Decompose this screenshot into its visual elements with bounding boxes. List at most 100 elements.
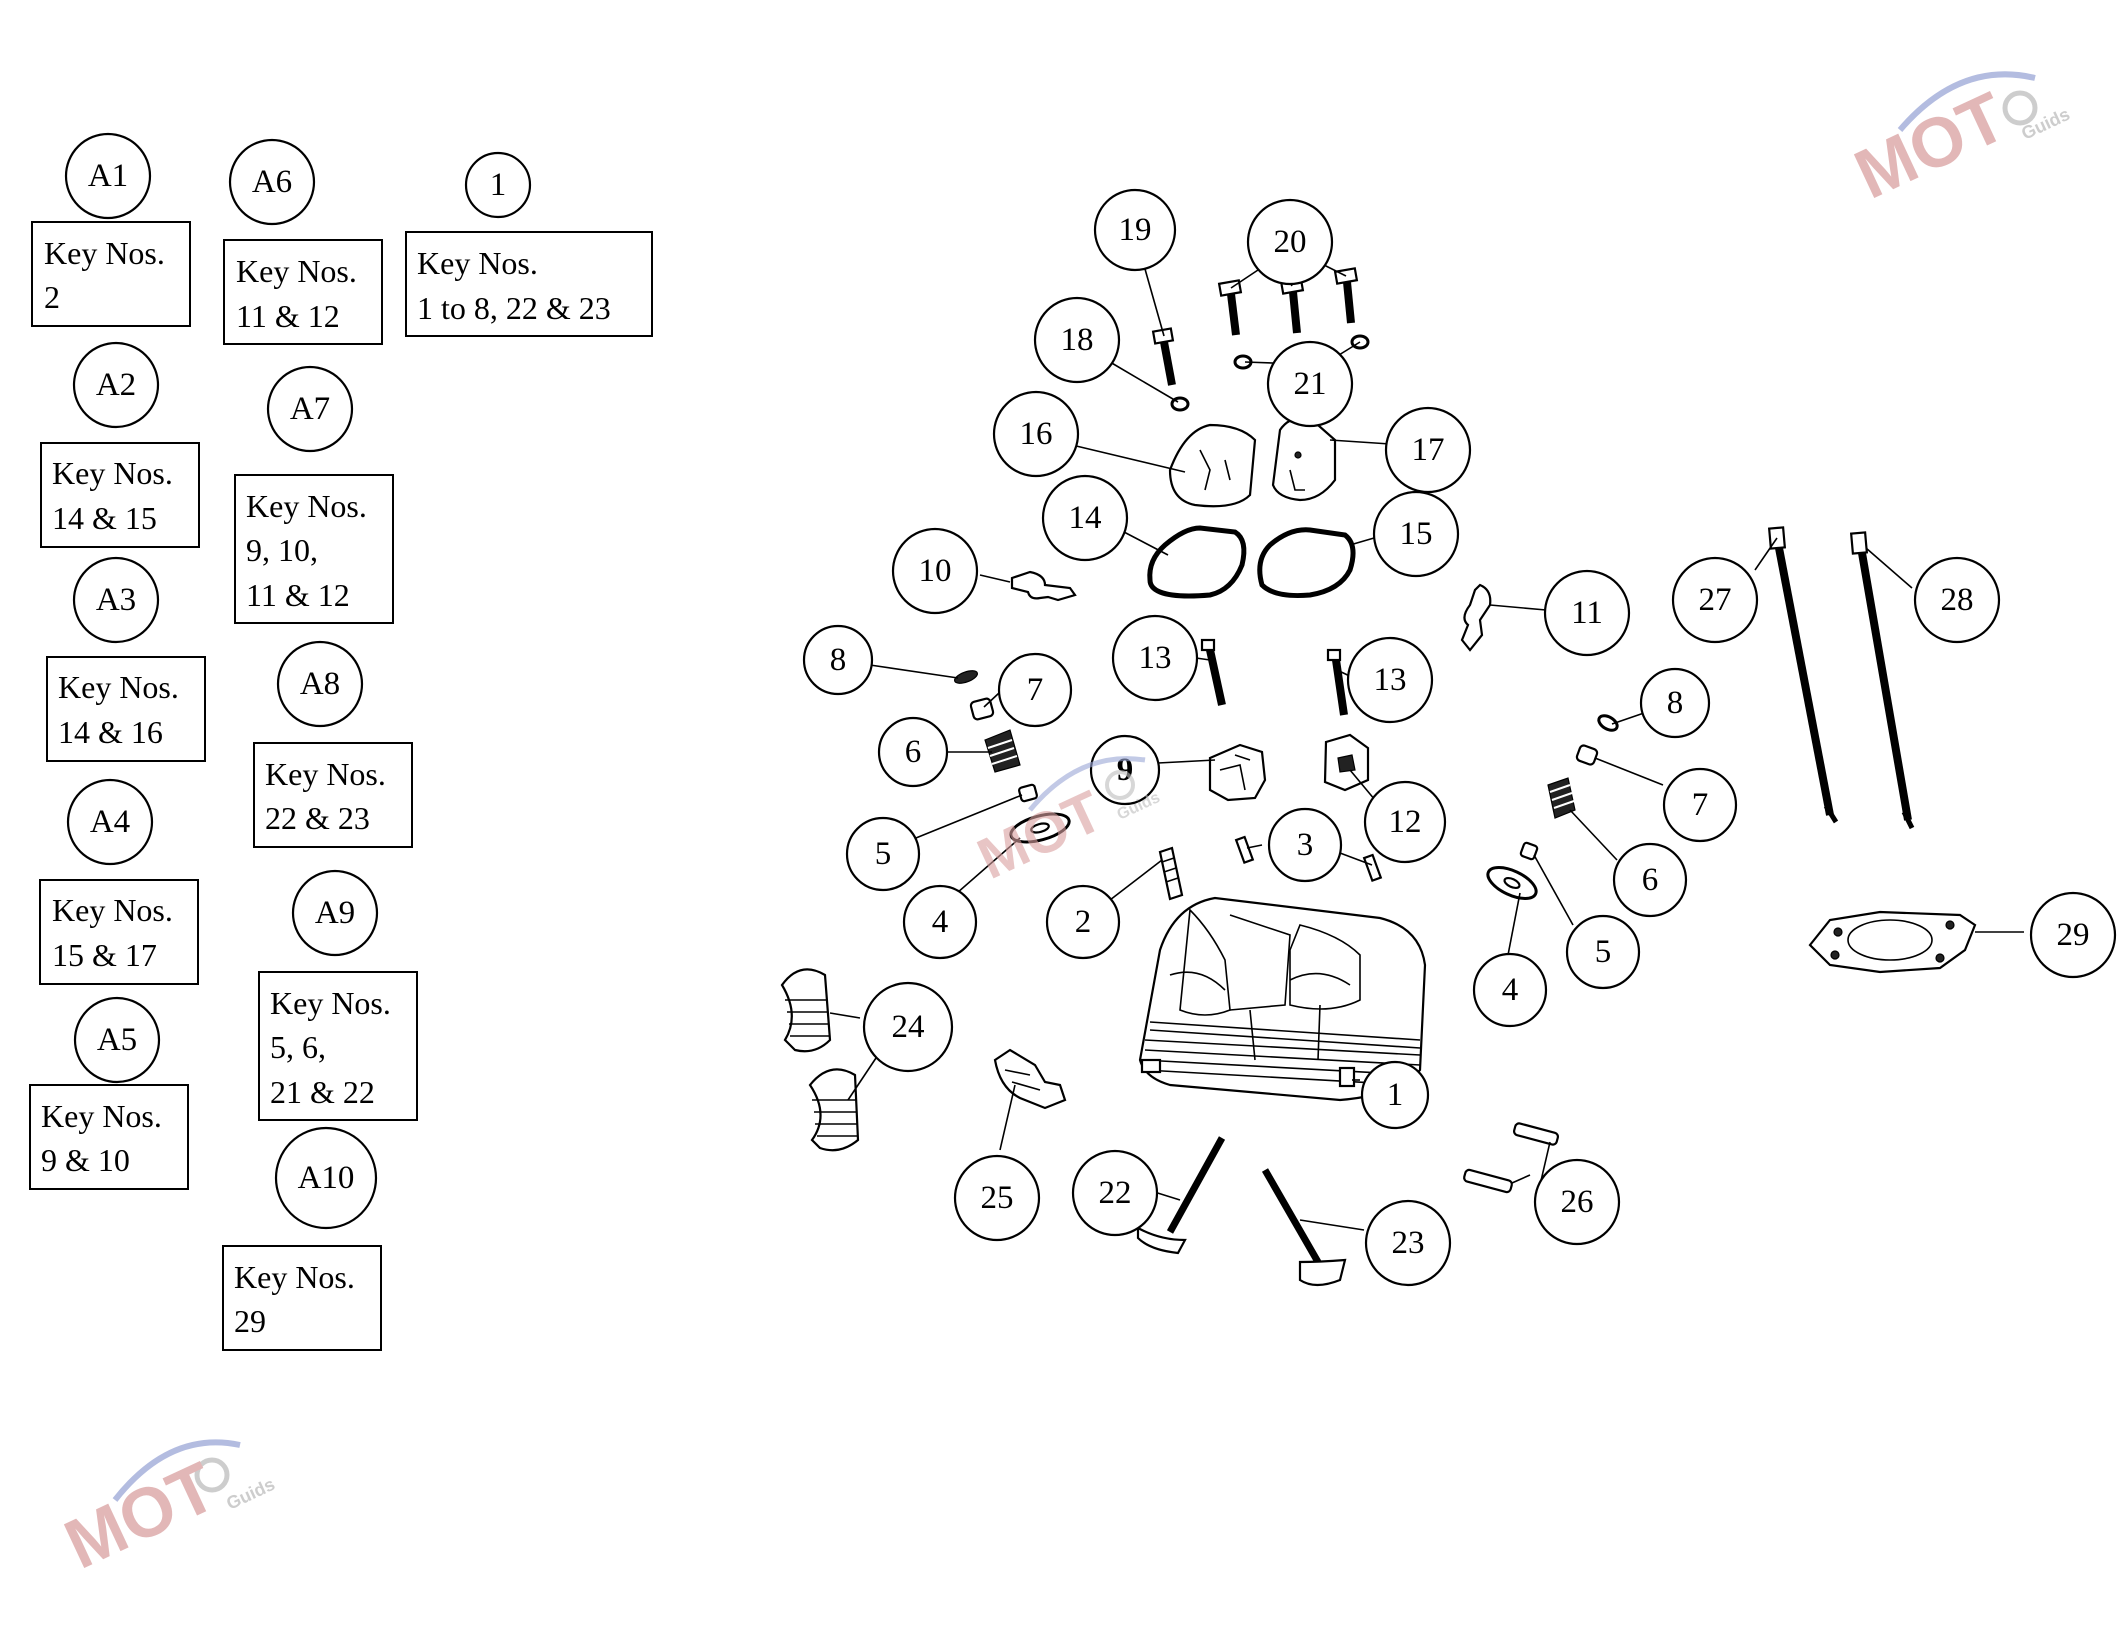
svg-text:A4: A4 [90, 804, 130, 840]
svg-text:11 & 12: 11 & 12 [236, 298, 340, 334]
svg-text:2: 2 [1075, 904, 1092, 940]
callout-14: 14 [1041, 474, 1129, 562]
svg-text:29: 29 [2057, 917, 2090, 953]
svg-text:A10: A10 [298, 1160, 355, 1196]
assembly-keys-a9: Key Nos.5, 6,21 & 22 [258, 971, 418, 1121]
watermark-bottom-left: MOT Guids [53, 1439, 278, 1584]
svg-text:Key Nos.: Key Nos. [270, 985, 391, 1021]
stud-13-right [1326, 648, 1348, 716]
svg-text:5: 5 [1595, 934, 1612, 970]
assembly-keys-a4: Key Nos.15 & 17 [39, 879, 199, 985]
svg-text:2: 2 [44, 279, 60, 315]
svg-text:22 & 23: 22 & 23 [265, 800, 370, 836]
svg-text:A9: A9 [315, 895, 355, 931]
svg-text:21: 21 [1294, 366, 1327, 402]
svg-text:Key Nos.: Key Nos. [417, 245, 538, 281]
callout-20: 20 [1246, 198, 1334, 286]
svg-text:Key Nos.: Key Nos. [234, 1259, 355, 1295]
svg-text:12: 12 [1389, 804, 1422, 840]
callout-16: 16 [992, 390, 1080, 478]
callout-21: 21 [1266, 340, 1354, 428]
callout-27: 27 [1671, 556, 1759, 644]
callout-11: 11 [1543, 569, 1631, 657]
svg-text:27: 27 [1699, 582, 1732, 618]
svg-text:A2: A2 [96, 367, 136, 403]
svg-text:14 & 15: 14 & 15 [52, 500, 157, 536]
svg-text:22: 22 [1099, 1175, 1132, 1211]
callout-19: 19 [1093, 188, 1177, 272]
assembly-keys-a2: Key Nos.14 & 15 [40, 442, 200, 548]
rocker-cover-left [1168, 423, 1257, 508]
watermark-top-right: MOT Guids [1843, 71, 2073, 214]
svg-text:Key Nos.: Key Nos. [52, 892, 173, 928]
assembly-keys-a6: Key Nos. 11 & 12 [223, 239, 383, 345]
svg-text:Key Nos.: Key Nos. [246, 488, 367, 524]
svg-text:29: 29 [234, 1303, 266, 1339]
callout-28: 28 [1913, 556, 2001, 644]
svg-text:11: 11 [1571, 595, 1603, 631]
callout-7-left: 7 [997, 652, 1073, 728]
svg-text:1: 1 [1387, 1077, 1404, 1113]
assembly-keys-a7: Key Nos.9, 10,11 & 12 [234, 474, 394, 624]
svg-text:20: 20 [1274, 224, 1307, 260]
svg-text:10: 10 [919, 553, 952, 589]
callout-4-left: 4 [902, 884, 978, 960]
gasket-right [1257, 527, 1356, 598]
svg-text:A8: A8 [300, 666, 340, 702]
rocker-arm-11 [1460, 583, 1492, 652]
callout-25: 25 [953, 1154, 1041, 1242]
assembly-legend: A1 Key Nos.2 A2 Key Nos.14 & 15 A3 Key N… [29, 132, 653, 1351]
gasket-left [1147, 525, 1247, 599]
pushrod-27 [1767, 526, 1839, 824]
assembly-callout-a4: A4 [66, 778, 154, 866]
callout-8-left: 8 [802, 624, 874, 696]
svg-text:13: 13 [1374, 662, 1407, 698]
cam-follower-lower [808, 1068, 860, 1152]
cylinder-head [1138, 896, 1427, 1102]
svg-text:1: 1 [490, 167, 507, 203]
rocker-cover-right [1271, 416, 1337, 502]
svg-text:MOT: MOT [53, 1447, 227, 1583]
callout-6-left: 6 [877, 716, 949, 788]
part-callouts: 19 20 18 21 16 17 14 15 10 11 27 28 13 1… [802, 188, 2117, 1287]
svg-text:Key Nos.: Key Nos. [44, 235, 165, 271]
bolt-19 [1151, 327, 1176, 386]
svg-text:16: 16 [1020, 416, 1053, 452]
svg-text:26: 26 [1561, 1184, 1594, 1220]
guide-25 [993, 1048, 1067, 1110]
callout-26: 26 [1533, 1158, 1621, 1246]
svg-text:24: 24 [892, 1009, 925, 1045]
assembly-callout-1: 1 [464, 151, 532, 219]
assembly-keys-a1: Key Nos. 2 [31, 221, 191, 327]
svg-text:5: 5 [875, 836, 892, 872]
svg-text:8: 8 [830, 642, 847, 678]
rocker-arm-10 [1010, 570, 1077, 602]
svg-text:8: 8 [1667, 685, 1684, 721]
svg-text:7: 7 [1027, 672, 1044, 708]
valve-spring-left [984, 729, 1021, 773]
assembly-callout-a3: A3 [72, 556, 160, 644]
svg-text:Key Nos.: Key Nos. [58, 669, 179, 705]
svg-text:Guids: Guids [223, 1474, 278, 1514]
callout-24: 24 [862, 981, 954, 1073]
valve-spring-right [1547, 777, 1576, 819]
callout-13-left: 13 [1111, 614, 1199, 702]
svg-text:11 & 12: 11 & 12 [246, 577, 350, 613]
assembly-callout-a8: A8 [276, 640, 364, 728]
assembly-keys-a8: Key Nos.22 & 23 [253, 742, 413, 848]
svg-text:17: 17 [1412, 432, 1445, 468]
svg-text:Key Nos.: Key Nos. [41, 1098, 162, 1134]
assembly-callout-a5: A5 [73, 996, 161, 1084]
svg-text:19: 19 [1119, 212, 1152, 248]
cam-follower-upper [780, 968, 832, 1053]
assembly-callout-a9: A9 [291, 869, 379, 957]
assembly-callout-a2: A2 [72, 341, 160, 429]
callout-8-right: 8 [1639, 667, 1711, 739]
svg-text:Key Nos.: Key Nos. [236, 253, 357, 289]
svg-text:3: 3 [1297, 827, 1314, 863]
assembly-callout-a1: A1 [64, 132, 152, 220]
svg-text:A6: A6 [252, 164, 292, 200]
pushrod-28 [1849, 531, 1915, 830]
callout-5-left: 5 [845, 816, 921, 892]
svg-text:23: 23 [1392, 1225, 1425, 1261]
